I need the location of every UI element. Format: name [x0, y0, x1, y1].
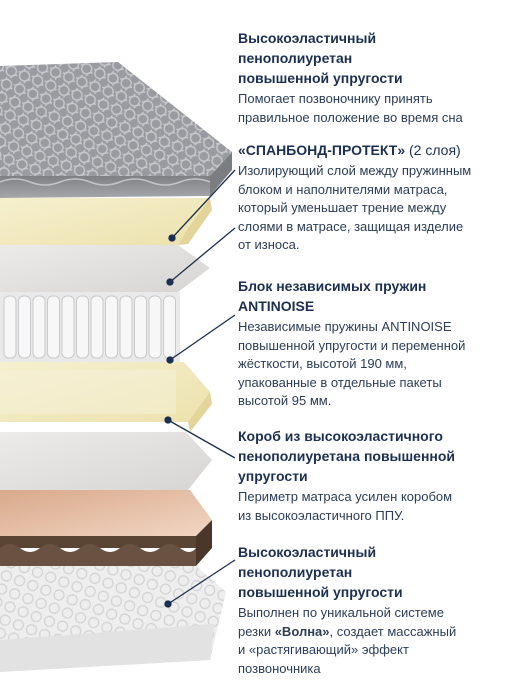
desc-line: высотой 95 мм. [238, 393, 332, 408]
title-line: повышенной упругости [238, 70, 403, 86]
layer-foam-1 [0, 198, 210, 245]
block-wave-foam: Высокоэластичный пенополиуретан повышенн… [238, 542, 514, 678]
desc-bold: «Волна» [274, 623, 330, 639]
spring-pocket [134, 295, 147, 359]
block-springs: Блок независимых пружин ANTINOISE Незави… [238, 276, 514, 411]
spring-pocket [3, 295, 17, 359]
block-title: Высокоэластичный пенополиуретан повышенн… [238, 542, 514, 602]
block-title: Высокоэластичный пенополиуретан повышенн… [238, 28, 514, 88]
desc-line: из высокоэластичного ППУ. [238, 507, 405, 523]
title-bold: «СПАНБОНД-ПРОТЕКТ» [238, 142, 406, 158]
title-line: ANTINOISE [238, 298, 315, 314]
desc-line: Изолирующий слой между пружинным [238, 163, 472, 178]
desc-line: слоями в матрасе, защищая изделие [238, 218, 464, 234]
block-spunbond: «СПАНБОНД-ПРОТЕКТ» (2 слоя) Изолирующий … [238, 140, 514, 255]
title-line: Короб из высокоэластичного [238, 428, 443, 444]
block-title: Короб из высокоэластичного пенополиурета… [238, 426, 514, 486]
block-description: Помогает позвоночнику принять правильное… [238, 90, 514, 127]
desc-line: правильное положение во время сна [238, 109, 463, 125]
title-line: пенополиуретана повышенной [238, 448, 456, 464]
spring-pocket [163, 295, 176, 359]
layer-spunbond-2 [0, 432, 212, 490]
block-description: Периметр матраса усилен коробом из высок… [238, 488, 514, 525]
spring-pocket [18, 295, 31, 359]
title-line: повышенной упругости [238, 584, 403, 600]
title-line: Высокоэластичный [238, 544, 377, 560]
layer-quilted-top [0, 62, 232, 198]
block-top-foam: Высокоэластичный пенополиуретан повышенн… [238, 28, 514, 127]
layer-spunbond-1 [0, 245, 210, 292]
desc-text: резки [238, 623, 275, 639]
title-line: пенополиуретан [238, 564, 353, 580]
desc-line: резки «Волна», создает массажный [238, 623, 514, 642]
desc-line: жёсткости, высотой 190 мм, [238, 356, 407, 371]
desc-line: Независимые пружины ANTINOISE [238, 319, 452, 334]
desc-line: и «растягивающий» эффект [238, 642, 409, 657]
block-foam-box: Короб из высокоэластичного пенополиурета… [238, 426, 514, 525]
title-line: упругости [238, 468, 308, 484]
desc-text: , создает массажный [329, 623, 457, 639]
block-description: Независимые пружины ANTINOISE повышенной… [238, 318, 514, 411]
desc-line: позвоночника [238, 660, 321, 676]
spring-pocket [148, 295, 162, 359]
title-line: пенополиуретан [238, 50, 353, 66]
spring-pocket [76, 295, 89, 359]
title-line: Высокоэластичный [238, 30, 377, 46]
title-plain: (2 слоя) [405, 142, 461, 158]
desc-line: Выполнен по уникальной системе [238, 605, 444, 620]
block-title: Блок независимых пружин ANTINOISE [238, 276, 514, 316]
desc-line: Помогает позвоночнику принять [238, 91, 433, 106]
layer-wave-foam [0, 490, 212, 566]
spring-pocket [61, 295, 75, 359]
spring-pocket [119, 295, 133, 359]
desc-line: повышенной упругости и переменной [238, 337, 466, 353]
leader-lines [164, 169, 236, 608]
desc-line: упакованные в отдельные пакеты [238, 374, 442, 390]
layer-springs [0, 292, 180, 362]
spring-pocket [90, 295, 104, 359]
spring-pocket [47, 295, 60, 359]
desc-line: блоком и наполнителями матраса, [238, 181, 448, 197]
desc-line: от износа. [238, 237, 300, 252]
desc-line: Периметр матраса усилен коробом [238, 489, 453, 504]
desc-line: который уменьшает трение между [238, 200, 447, 215]
spring-pocket [32, 295, 46, 359]
spring-pocket [105, 295, 118, 359]
layer-foam-1-edge [178, 198, 212, 245]
block-title: «СПАНБОНД-ПРОТЕКТ» (2 слоя) [238, 140, 514, 160]
layer-foam-box [0, 362, 212, 432]
block-description: Выполнен по уникальной системе резки «Во… [238, 604, 514, 678]
block-description: Изолирующий слой между пружинным блоком … [238, 162, 514, 255]
layer-quilted-bottom [0, 566, 226, 672]
title-line: Блок независимых пружин [238, 278, 427, 294]
